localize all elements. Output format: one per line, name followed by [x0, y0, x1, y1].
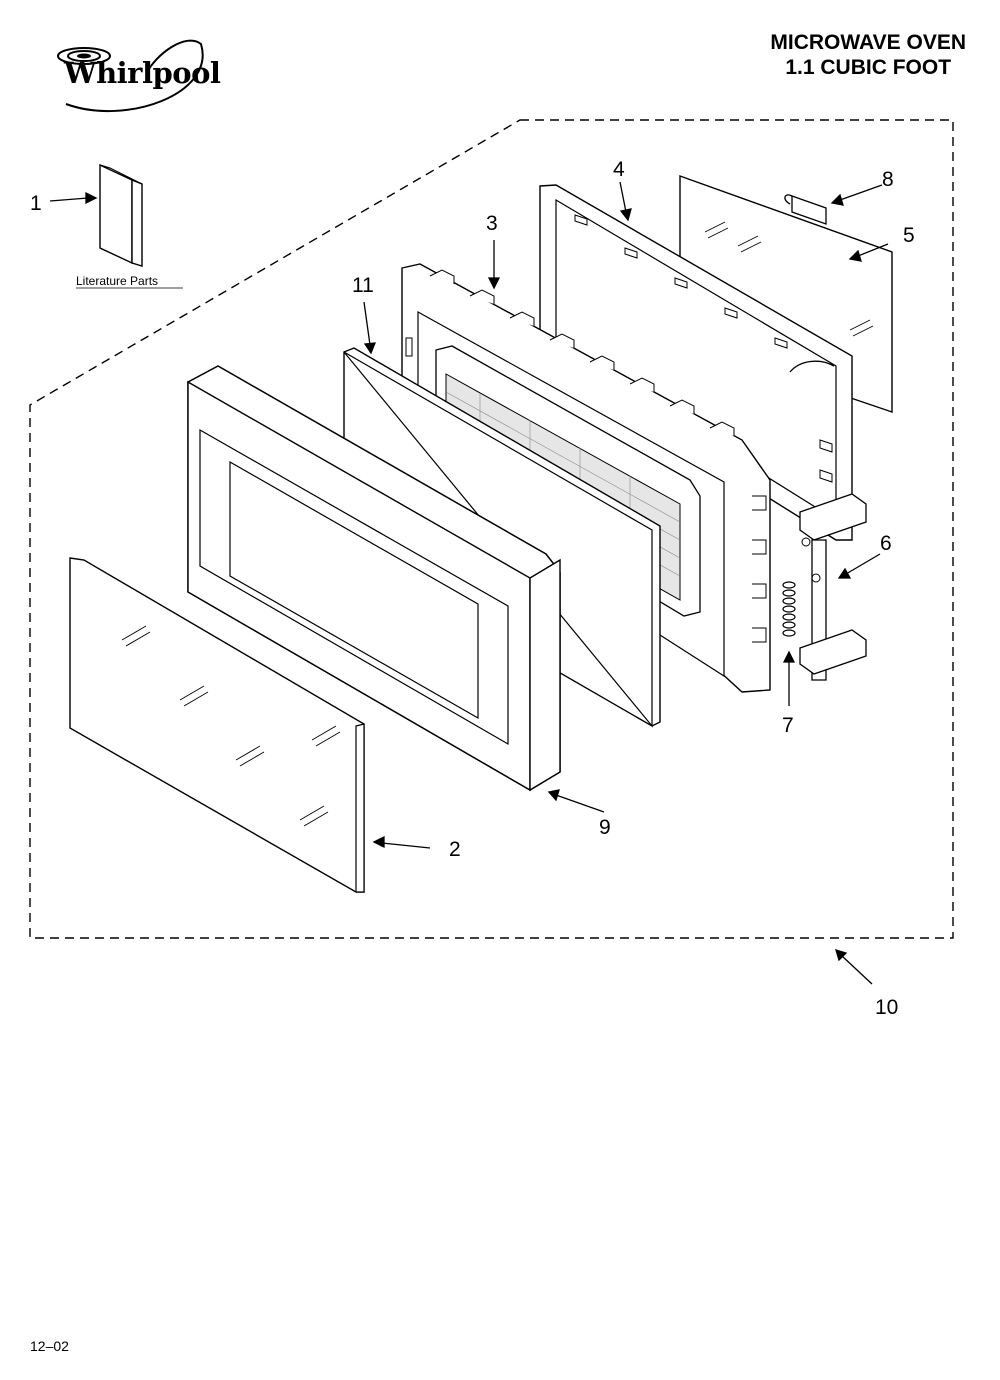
whirlpool-logo: Whirlpool [36, 34, 226, 130]
callout-8: 8 [882, 168, 894, 191]
brand-wordmark: Whirlpool [64, 56, 221, 90]
callout-11: 11 [352, 274, 374, 297]
title-line-1: MICROWAVE OVEN [770, 31, 966, 54]
callout-5: 5 [903, 224, 915, 247]
callout-9: 9 [599, 816, 611, 839]
callout-1: 1 [30, 192, 42, 215]
title-line-2: 1.1 CUBIC FOOT [785, 56, 952, 79]
part-7-spring [782, 581, 796, 637]
assembly-boundary [29, 119, 954, 939]
callout-4: 4 [613, 158, 625, 181]
part-8-clip [784, 194, 827, 225]
part-9-door-frame [187, 365, 561, 792]
callout-10: 10 [875, 996, 898, 1019]
callout-7: 7 [782, 714, 794, 737]
logo-swirl-icon [57, 39, 204, 113]
callout-3: 3 [486, 212, 498, 235]
literature-booklet [99, 163, 143, 267]
revision-code: 12–02 [30, 1338, 69, 1354]
leader-lines [49, 181, 889, 985]
part-2-glass-panel [69, 557, 365, 893]
part-6-latch [799, 493, 867, 681]
page-title: MICROWAVE OVEN 1.1 CUBIC FOOT [770, 30, 966, 80]
literature-label: Literature Parts [76, 274, 158, 288]
callout-6: 6 [880, 532, 892, 555]
callout-2: 2 [449, 838, 461, 861]
